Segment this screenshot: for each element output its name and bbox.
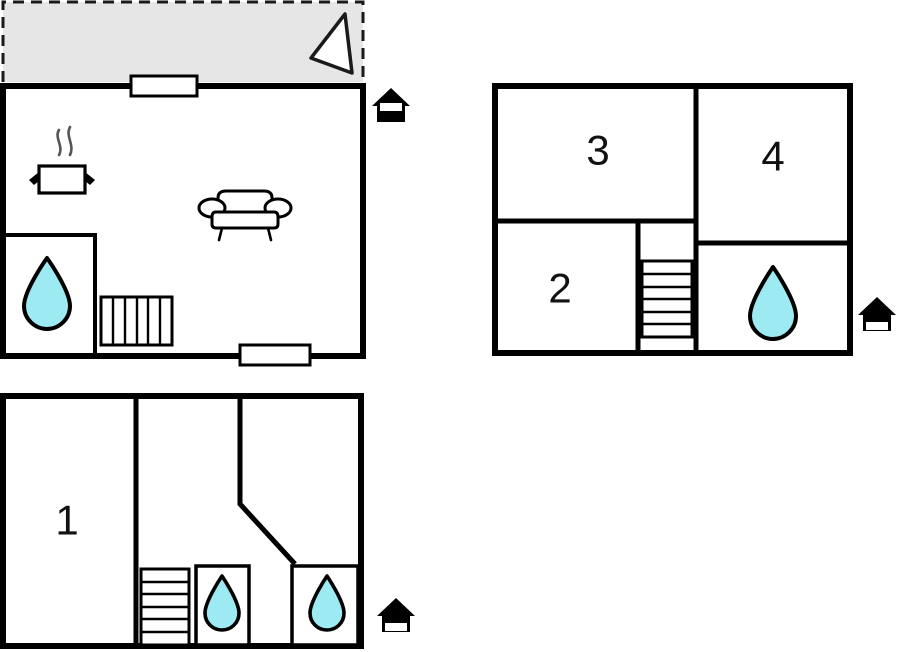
bathroom-partition-wall bbox=[3, 233, 97, 356]
water-drop-icon bbox=[308, 574, 346, 632]
window-top[interactable] bbox=[129, 74, 199, 98]
wall-lower-angled bbox=[237, 399, 297, 566]
north-arrow bbox=[309, 12, 354, 75]
stairs-icon bbox=[99, 295, 174, 347]
stairs-icon bbox=[640, 259, 694, 339]
door-bottom[interactable] bbox=[238, 343, 312, 367]
water-drop-icon bbox=[203, 574, 241, 632]
water-drop-icon bbox=[748, 265, 798, 341]
ground-floor-plan[interactable] bbox=[0, 0, 430, 380]
house-level-icon-upper[interactable] bbox=[858, 297, 896, 331]
room-number-2: 2 bbox=[548, 265, 571, 312]
terrace-dashed-border bbox=[1, 0, 365, 86]
sofa-icon bbox=[197, 189, 293, 242]
upper-floor-plan[interactable]: 3 4 2 bbox=[470, 70, 903, 370]
house-level-icon-ground[interactable] bbox=[372, 88, 410, 122]
room-number-1: 1 bbox=[55, 497, 78, 544]
terrace-area bbox=[3, 2, 363, 82]
water-drop-icon bbox=[22, 256, 72, 331]
room-number-4: 4 bbox=[761, 133, 784, 180]
lower-floor-plan[interactable]: 1 bbox=[0, 380, 430, 652]
house-level-icon-lower[interactable] bbox=[0, 380, 415, 652]
room-number-3: 3 bbox=[586, 127, 609, 174]
stove-icon bbox=[29, 125, 95, 195]
stairs-icon bbox=[139, 567, 191, 647]
